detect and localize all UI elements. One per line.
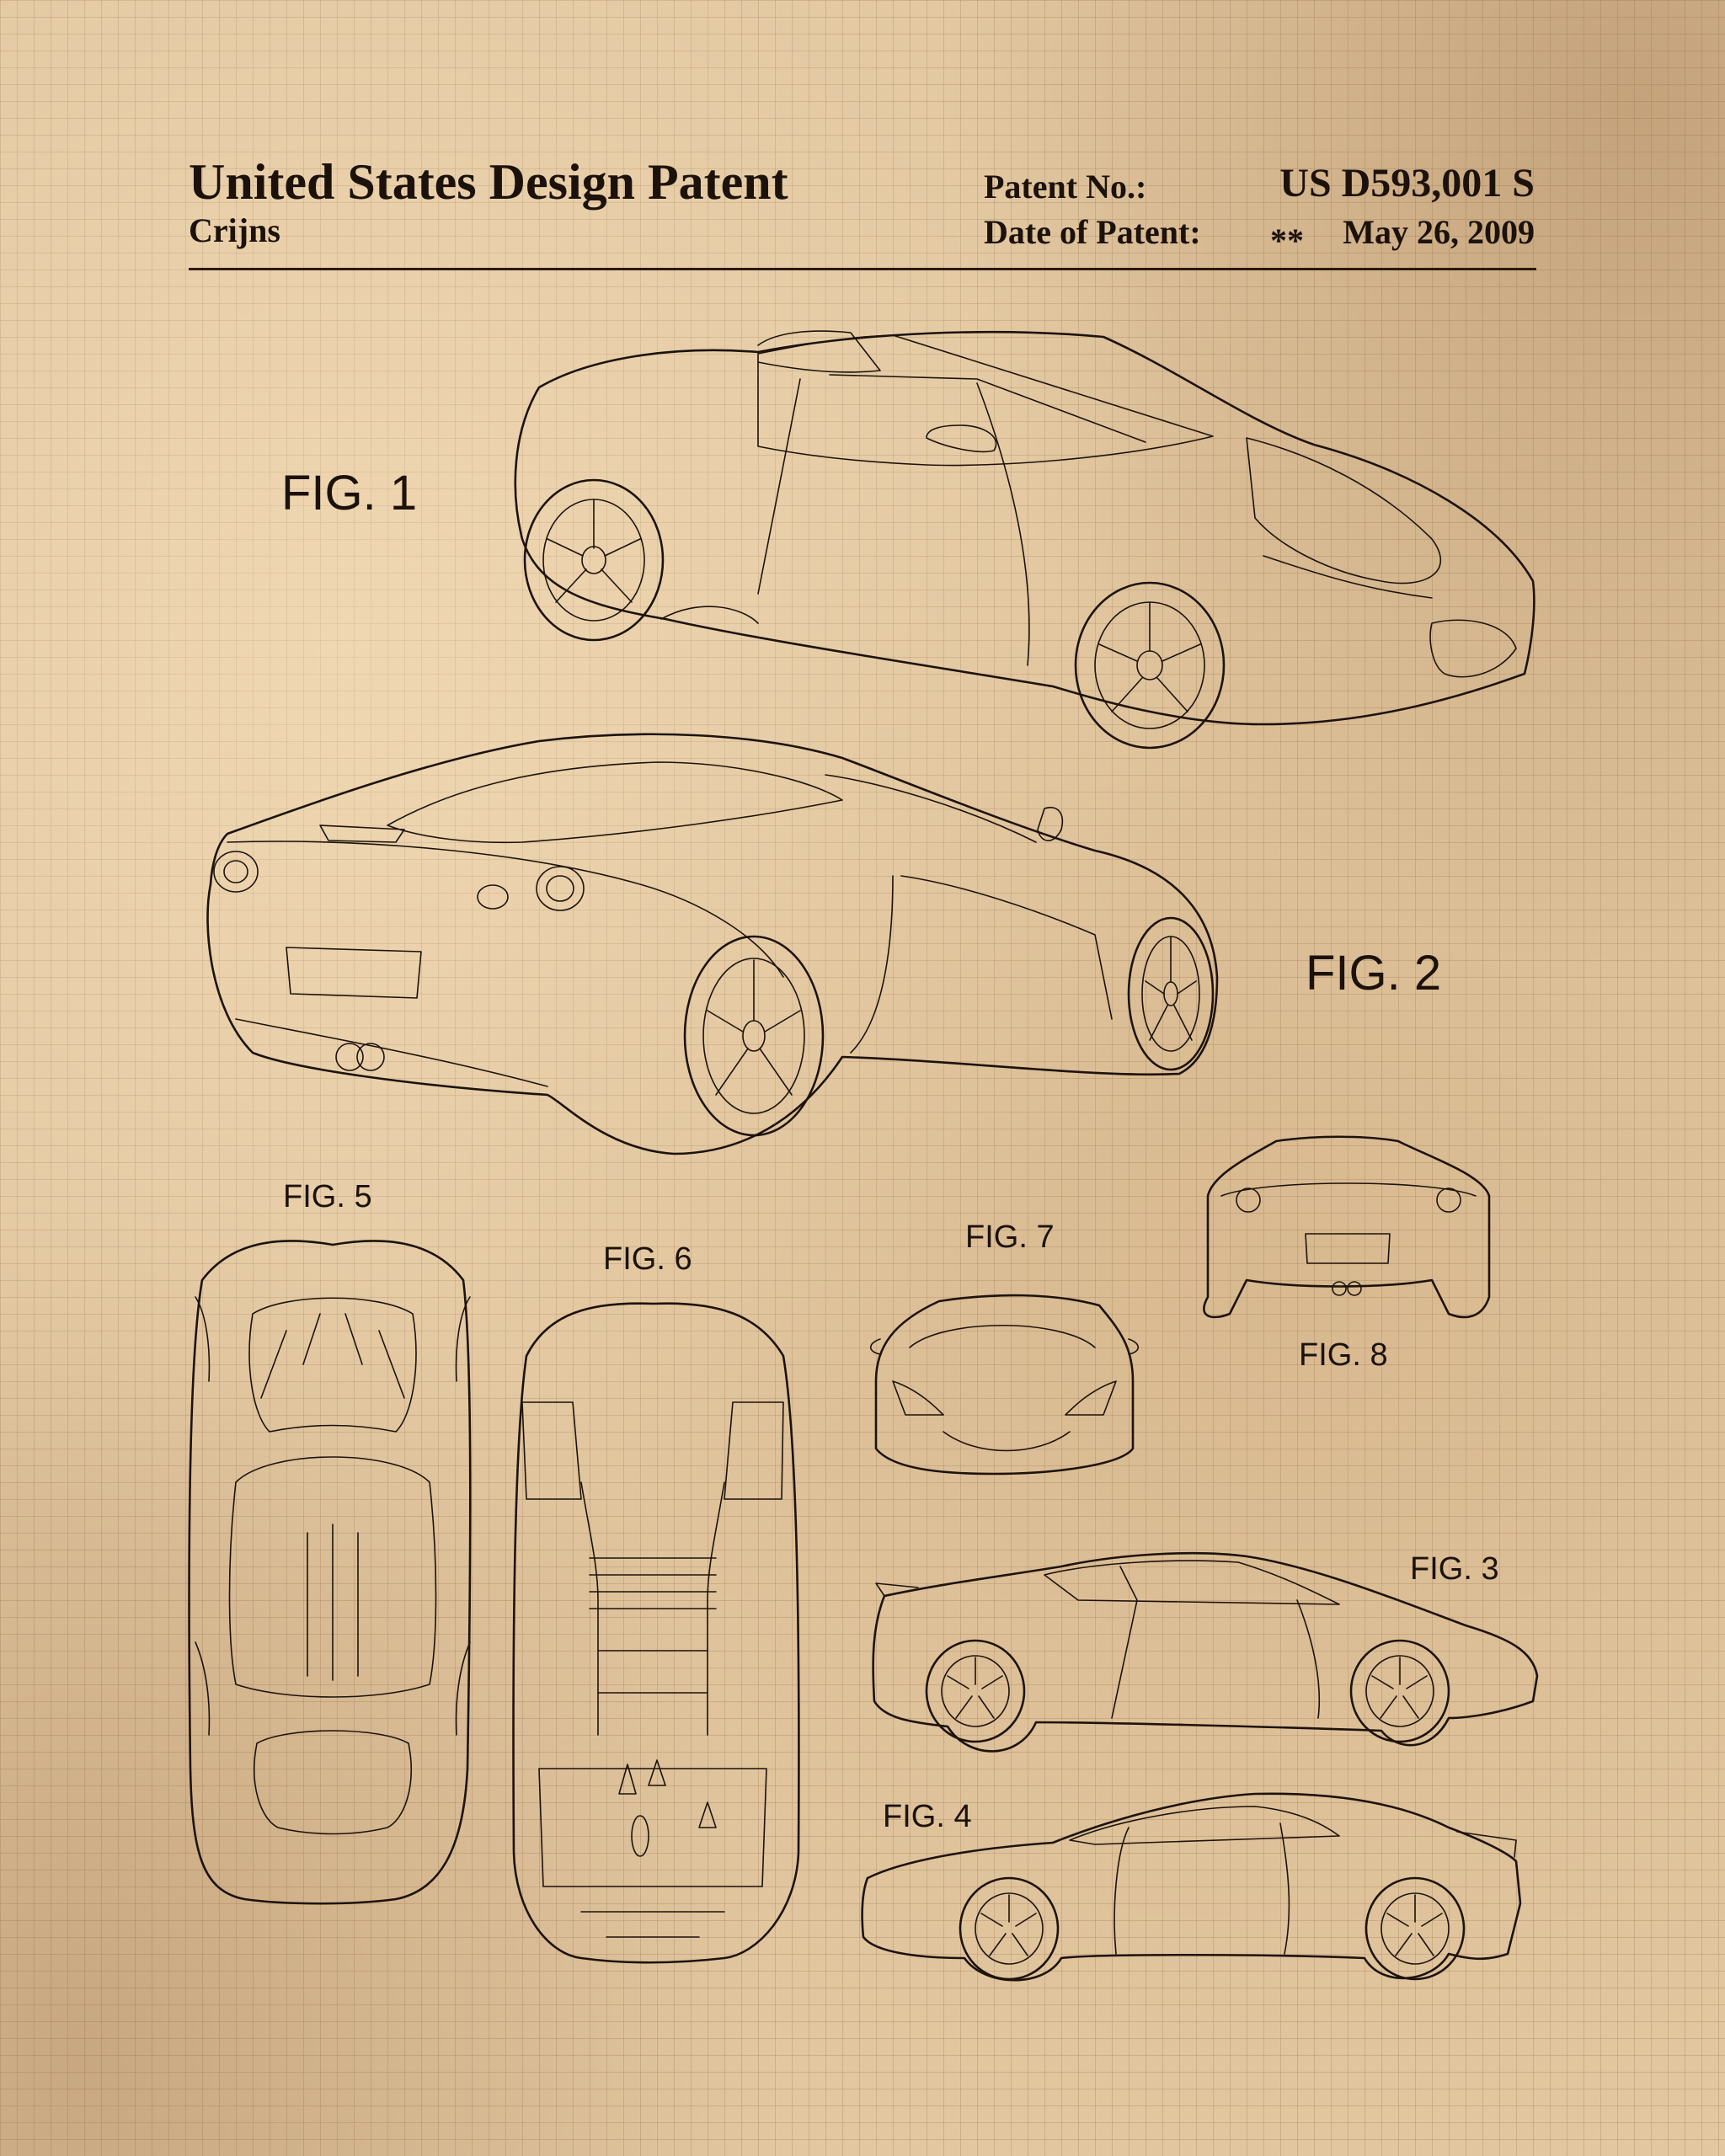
fig7-drawing	[869, 1294, 1140, 1476]
fig7-label: FIG. 7	[965, 1219, 1055, 1255]
fig3-label: FIG. 3	[1410, 1551, 1499, 1587]
fig1-label: FIG. 1	[281, 466, 418, 520]
patent-number: US D593,001 S	[1279, 161, 1535, 205]
date-marker: **	[1270, 221, 1304, 259]
fig2-label: FIG. 2	[1306, 946, 1442, 1001]
inventor-name: Crijns	[189, 211, 280, 249]
fig3-drawing	[872, 1551, 1539, 1753]
patent-number-label: Patent No.:	[984, 168, 1147, 205]
fig8-label: FIG. 8	[1299, 1337, 1388, 1373]
fig6-drawing	[512, 1302, 800, 1964]
fig5-drawing	[188, 1240, 472, 1905]
date-label: Date of Patent:	[984, 213, 1201, 251]
header-divider	[189, 268, 1536, 270]
fig4-label: FIG. 4	[883, 1799, 972, 1834]
patent-title: United States Design Patent	[189, 154, 788, 210]
fig4-drawing	[861, 1792, 1522, 1982]
fig8-drawing	[1203, 1135, 1491, 1319]
fig5-label: FIG. 5	[283, 1179, 372, 1214]
patent-date: May 26, 2009	[1343, 213, 1535, 251]
fig6-label: FIG. 6	[603, 1241, 692, 1277]
fig1-drawing	[514, 330, 1535, 750]
fig2-drawing	[206, 733, 1219, 1155]
